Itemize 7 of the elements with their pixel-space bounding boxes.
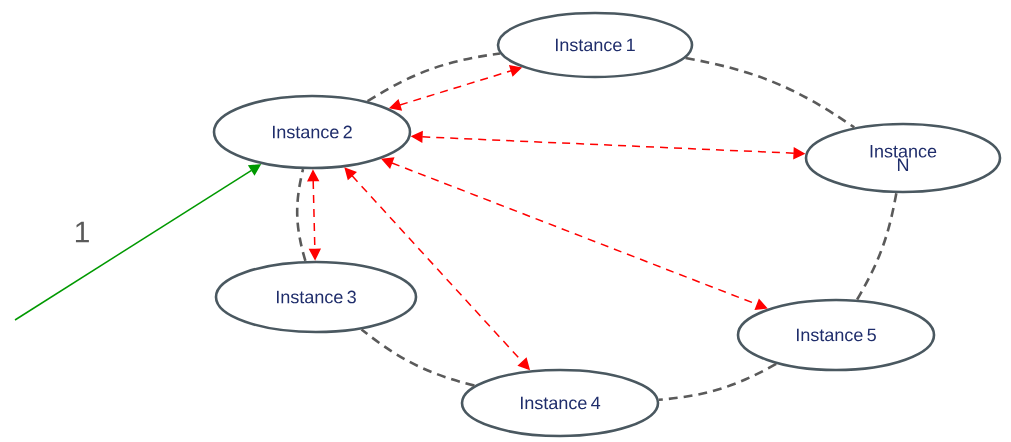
connector-line bbox=[295, 168, 307, 262]
connector-line bbox=[360, 328, 475, 387]
connector-line bbox=[685, 56, 855, 129]
connector-line bbox=[855, 192, 898, 301]
edge-label: 1 bbox=[75, 221, 89, 243]
connector-line bbox=[658, 362, 777, 402]
connector-line bbox=[366, 52, 501, 103]
